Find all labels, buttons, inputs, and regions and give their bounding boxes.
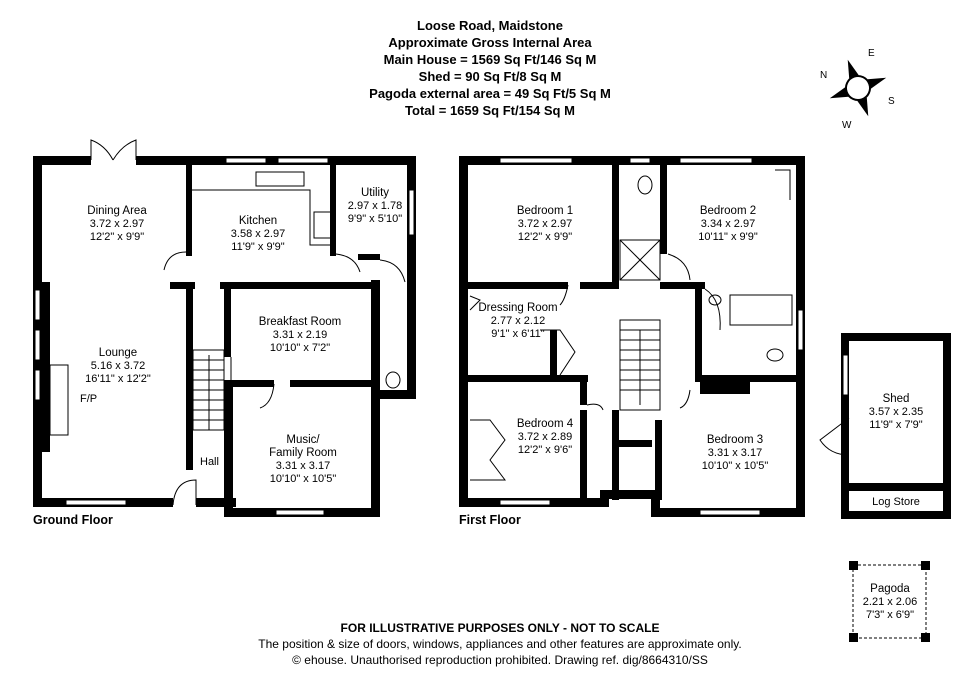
pagoda-area: Pagoda external area = 49 Sq Ft/5 Sq M bbox=[369, 86, 611, 101]
room-name-2: Family Room bbox=[269, 447, 337, 459]
room-imperial: 12'2" x 9'6" bbox=[517, 444, 573, 456]
room-imperial: 10'10" x 10'5" bbox=[269, 473, 337, 485]
room-bedroom-1: Bedroom 1 3.72 x 2.97 12'2" x 9'9" bbox=[517, 205, 573, 244]
room-metric: 3.31 x 3.17 bbox=[707, 447, 763, 459]
disclaimer-text: The position & size of doors, windows, a… bbox=[258, 637, 742, 651]
area-heading: Approximate Gross Internal Area bbox=[388, 35, 592, 50]
room-imperial: 10'10" x 7'2" bbox=[269, 342, 331, 354]
room-imperial: 9'1" x 6'11" bbox=[491, 328, 545, 340]
disclaimer-title: FOR ILLUSTRATIVE PURPOSES ONLY - NOT TO … bbox=[340, 621, 660, 635]
doors-fixtures bbox=[49, 139, 927, 639]
room-bedroom-4: Bedroom 4 3.72 x 2.89 12'2" x 9'6" bbox=[517, 418, 573, 457]
room-imperial: 9'9" x 5'10" bbox=[347, 213, 403, 225]
first-floor-label: First Floor bbox=[459, 513, 521, 527]
room-metric: 3.72 x 2.97 bbox=[517, 218, 573, 230]
room-metric: 3.31 x 2.19 bbox=[272, 329, 328, 341]
copyright-text: © ehouse. Unauthorised reproduction proh… bbox=[292, 653, 708, 667]
plan-header: Loose Road, Maidstone Approximate Gross … bbox=[280, 17, 700, 119]
disclaimer: FOR ILLUSTRATIVE PURPOSES ONLY - NOT TO … bbox=[170, 620, 830, 668]
main-house-area: Main House = 1569 Sq Ft/146 Sq M bbox=[383, 52, 597, 67]
room-name: Bedroom 2 bbox=[699, 205, 757, 217]
room-bedroom-3: Bedroom 3 3.31 x 3.17 10'10" x 10'5" bbox=[702, 434, 768, 473]
room-hall: Hall bbox=[200, 456, 219, 468]
room-metric: 3.72 x 2.97 bbox=[89, 218, 145, 230]
room-name: Bedroom 1 bbox=[516, 205, 574, 217]
room-imperial: 7'3" x 6'9" bbox=[865, 609, 915, 621]
room-name: Utility bbox=[360, 187, 390, 199]
room-metric: 3.72 x 2.89 bbox=[517, 431, 573, 443]
room-name: Breakfast Room bbox=[258, 316, 342, 328]
room-name: Dressing Room bbox=[478, 302, 558, 314]
room-imperial: 10'10" x 10'5" bbox=[701, 460, 769, 472]
room-name: Shed bbox=[882, 393, 910, 405]
room-imperial: 10'11" x 9'9" bbox=[698, 231, 758, 243]
compass-south-label: S bbox=[888, 96, 895, 107]
room-name: Music/ bbox=[286, 434, 320, 446]
fireplace-label: F/P bbox=[80, 393, 98, 405]
room-name: Dining Area bbox=[87, 205, 147, 217]
room-kitchen: Kitchen 3.58 x 2.97 11'9" x 9'9" bbox=[231, 215, 285, 254]
room-metric: 3.57 x 2.35 bbox=[868, 406, 924, 418]
windows bbox=[34, 157, 849, 516]
room-imperial: 11'9" x 9'9" bbox=[231, 241, 285, 253]
shed-area: Shed = 90 Sq Ft/8 Sq M bbox=[418, 69, 562, 84]
room-imperial: 16'11" x 12'2" bbox=[85, 373, 151, 385]
compass-west-label: W bbox=[842, 120, 852, 131]
room-name: Kitchen bbox=[238, 215, 278, 227]
room-bedroom-2: Bedroom 2 3.34 x 2.97 10'11" x 9'9" bbox=[698, 205, 758, 244]
room-name: Bedroom 4 bbox=[516, 418, 574, 430]
room-music-family: Music/ Family Room 3.31 x 3.17 10'10" x … bbox=[269, 434, 337, 486]
shed-walls bbox=[841, 333, 951, 519]
room-name: Bedroom 3 bbox=[706, 434, 764, 446]
room-metric: 3.58 x 2.97 bbox=[230, 228, 286, 240]
room-metric: 3.31 x 3.17 bbox=[275, 460, 331, 472]
ground-floor-label: Ground Floor bbox=[33, 513, 113, 527]
compass-east-label: E bbox=[868, 48, 875, 59]
pagoda: Pagoda 2.21 x 2.06 7'3" x 6'9" bbox=[863, 583, 917, 622]
room-lounge: Lounge 5.16 x 3.72 16'11" x 12'2" bbox=[85, 347, 151, 386]
room-metric: 5.16 x 3.72 bbox=[90, 360, 146, 372]
room-imperial: 11'9" x 7'9" bbox=[869, 419, 923, 431]
room-metric: 2.21 x 2.06 bbox=[862, 596, 918, 608]
room-dressing: Dressing Room 2.77 x 2.12 9'1" x 6'11" bbox=[478, 302, 557, 341]
room-shed: Shed 3.57 x 2.35 11'9" x 7'9" bbox=[869, 393, 923, 432]
total-area: Total = 1659 Sq Ft/154 Sq M bbox=[405, 103, 575, 118]
room-imperial: 12'2" x 9'9" bbox=[517, 231, 573, 243]
room-name: Pagoda bbox=[870, 583, 910, 595]
compass-icon bbox=[829, 59, 887, 117]
room-breakfast: Breakfast Room 3.31 x 2.19 10'10" x 7'2" bbox=[259, 316, 341, 355]
room-utility: Utility 2.97 x 1.78 9'9" x 5'10" bbox=[348, 187, 402, 226]
room-name: Lounge bbox=[98, 347, 138, 359]
room-imperial: 12'2" x 9'9" bbox=[89, 231, 145, 243]
address-title: Loose Road, Maidstone bbox=[417, 18, 563, 33]
room-metric: 2.77 x 2.12 bbox=[490, 315, 546, 327]
room-dining-area: Dining Area 3.72 x 2.97 12'2" x 9'9" bbox=[87, 205, 146, 244]
room-metric: 3.34 x 2.97 bbox=[700, 218, 756, 230]
log-store-label: Log Store bbox=[872, 496, 920, 508]
room-metric: 2.97 x 1.78 bbox=[347, 200, 403, 212]
compass-north-label: N bbox=[820, 70, 828, 81]
